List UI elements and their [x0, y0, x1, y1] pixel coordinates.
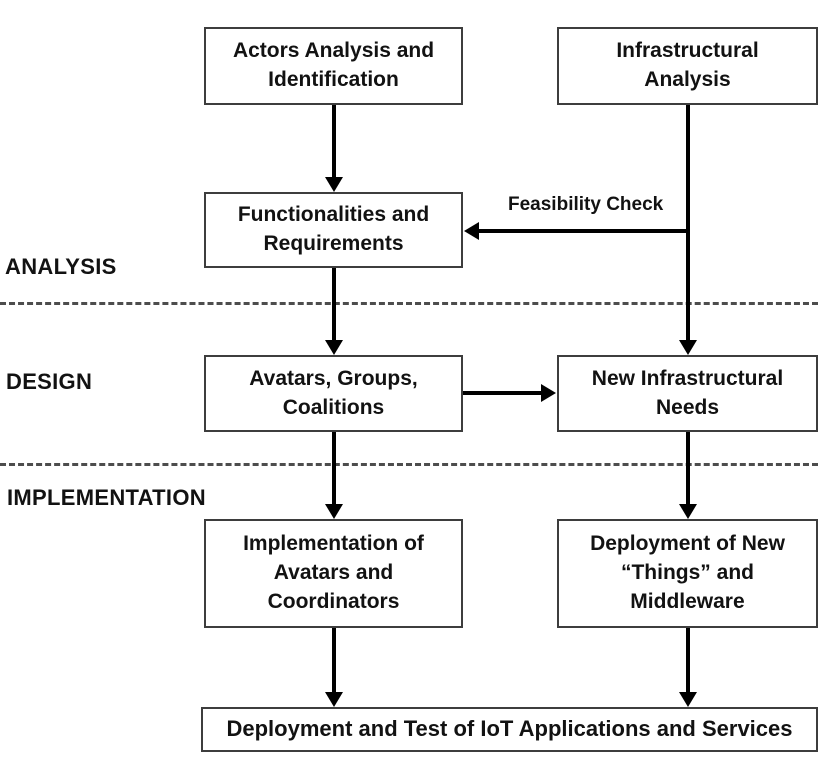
phase-label-implementation: IMPLEMENTATION	[7, 485, 206, 510]
node-new-infrastructural-needs: New Infrastructural Needs	[557, 355, 818, 432]
node-implementation-avatars-coordinators: Implementation of Avatars and Coordinato…	[204, 519, 463, 628]
node-actors-analysis-identification: Actors Analysis and Identification	[204, 27, 463, 105]
phase-label-design: DESIGN	[6, 369, 93, 394]
arrow-avatars-to-implementation-head	[325, 504, 343, 519]
arrow-implementation-to-final-head	[325, 692, 343, 707]
arrow-functionalities-to-avatars-shaft	[332, 268, 336, 340]
separator-analysis-design	[0, 302, 818, 305]
arrow-implementation-to-final-shaft	[332, 628, 336, 692]
arrow-feasibility-check-head	[464, 222, 479, 240]
node-avatars-groups-coalitions: Avatars, Groups, Coalitions	[204, 355, 463, 432]
arrow-deployment-to-final-head	[679, 692, 697, 707]
arrow-infra-to-newinfra-head	[679, 340, 697, 355]
arrow-newinfra-to-deployment-head	[679, 504, 697, 519]
arrow-feasibility-check-shaft	[479, 229, 688, 233]
arrow-infra-to-newinfra-shaft	[686, 105, 690, 340]
arrow-actors-to-functionalities-shaft	[332, 105, 336, 179]
arrow-deployment-to-final-shaft	[686, 628, 690, 692]
node-deployment-new-things-middleware: Deployment of New “Things” and Middlewar…	[557, 519, 818, 628]
node-functionalities-requirements: Functionalities and Requirements	[204, 192, 463, 268]
arrow-avatars-to-newinfra-head	[541, 384, 556, 402]
edge-label-feasibility-check: Feasibility Check	[508, 194, 664, 215]
arrow-actors-to-functionalities-head	[325, 177, 343, 192]
arrow-functionalities-to-avatars-head	[325, 340, 343, 355]
separator-design-implementation	[0, 463, 818, 466]
node-deployment-test-iot-applications-services: Deployment and Test of IoT Applications …	[201, 707, 818, 752]
node-infrastructural-analysis: Infrastructural Analysis	[557, 27, 818, 105]
arrow-avatars-to-implementation-shaft	[332, 432, 336, 504]
phase-label-analysis: ANALYSIS	[5, 254, 117, 279]
arrow-avatars-to-newinfra-shaft	[463, 391, 542, 395]
arrow-newinfra-to-deployment-shaft	[686, 432, 690, 504]
